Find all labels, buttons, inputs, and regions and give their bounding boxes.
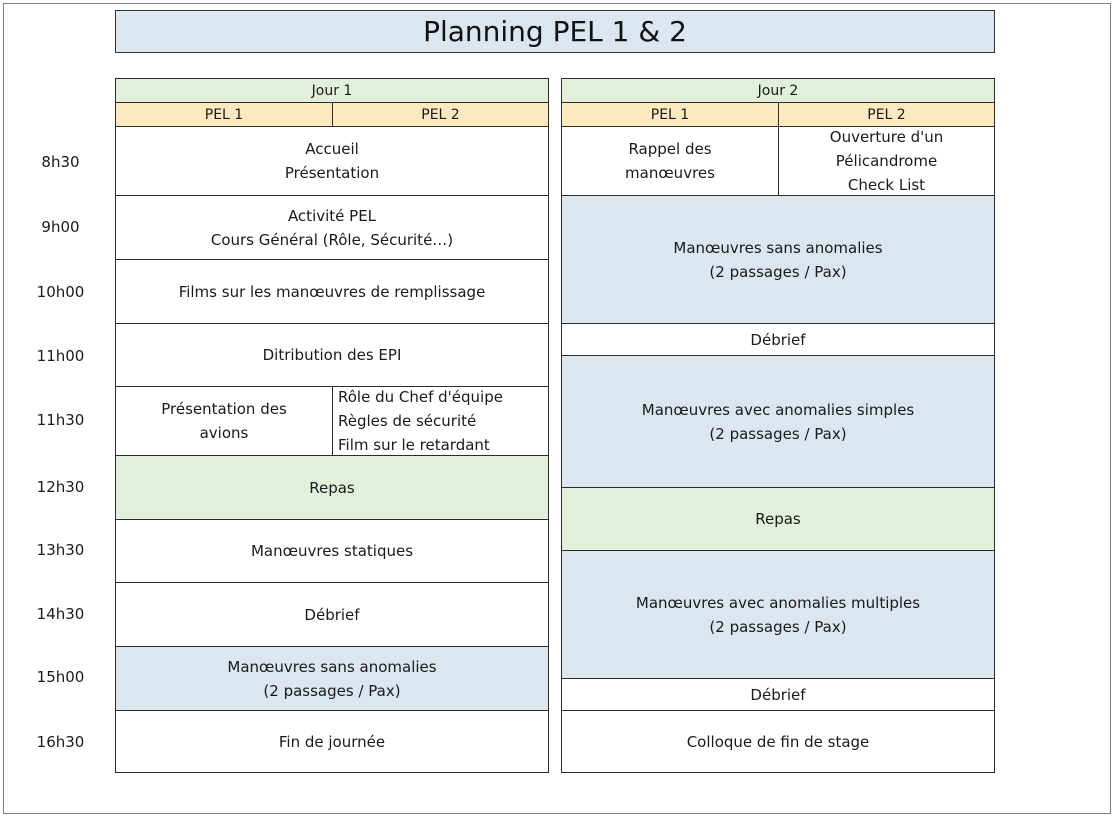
day2-repas: Repas: [561, 487, 995, 551]
day1-pel1-header: PEL 1: [115, 102, 333, 127]
day2-manoeuvres-sans-anomalies: Manœuvres sans anomalies (2 passages / P…: [561, 195, 995, 324]
day1-header: Jour 1: [115, 78, 549, 103]
day1-repas: Repas: [115, 455, 549, 520]
day2-pel2-header: PEL 2: [778, 102, 995, 127]
day1-debrief: Débrief: [115, 582, 549, 647]
day2-anomalies-multiples: Manœuvres avec anomalies multiples (2 pa…: [561, 550, 995, 679]
time-label: 9h00: [41, 218, 80, 236]
day2-anomalies-simples: Manœuvres avec anomalies simples (2 pass…: [561, 355, 995, 488]
time-label: 10h00: [36, 283, 85, 301]
time-label: 14h30: [36, 605, 85, 623]
time-label: 12h30: [36, 478, 85, 496]
time-label: 11h30: [36, 411, 85, 429]
day2-rappel-manoeuvres: Rappel des manœuvres: [561, 126, 779, 196]
day1-epi: Ditribution des EPI: [115, 323, 549, 387]
day1-pel2-header: PEL 2: [332, 102, 549, 127]
day1-films: Films sur les manœuvres de remplissage: [115, 259, 549, 324]
time-label: 11h00: [36, 347, 85, 365]
day1-fin-journee: Fin de journée: [115, 710, 549, 773]
day1-manoeuvres-statiques: Manœuvres statiques: [115, 519, 549, 583]
day2-pel1-header: PEL 1: [561, 102, 779, 127]
day2-colloque: Colloque de fin de stage: [561, 710, 995, 773]
day2-ouverture-pelicandrome: Ouverture d'un Pélicandrome Check List: [778, 126, 995, 196]
time-label: 13h30: [36, 541, 85, 559]
time-label: 8h30: [41, 153, 80, 171]
day1-presentation-avions: Présentation des avions: [115, 386, 333, 456]
time-label: 15h00: [36, 668, 85, 686]
time-label: 16h30: [36, 733, 85, 751]
day2-header: Jour 2: [561, 78, 995, 103]
day2-debrief-morning: Débrief: [561, 323, 995, 356]
page-title: Planning PEL 1 & 2: [115, 10, 995, 53]
day1-manoeuvres-sans-anomalies: Manœuvres sans anomalies (2 passages / P…: [115, 646, 549, 711]
day2-debrief-afternoon: Débrief: [561, 678, 995, 711]
day1-activite-pel: Activité PEL Cours Général (Rôle, Sécuri…: [115, 195, 549, 260]
day1-role-chef: Rôle du Chef d'équipe Règles de sécurité…: [332, 386, 549, 456]
page-frame: [3, 3, 1111, 814]
day1-accueil: Accueil Présentation: [115, 126, 549, 196]
